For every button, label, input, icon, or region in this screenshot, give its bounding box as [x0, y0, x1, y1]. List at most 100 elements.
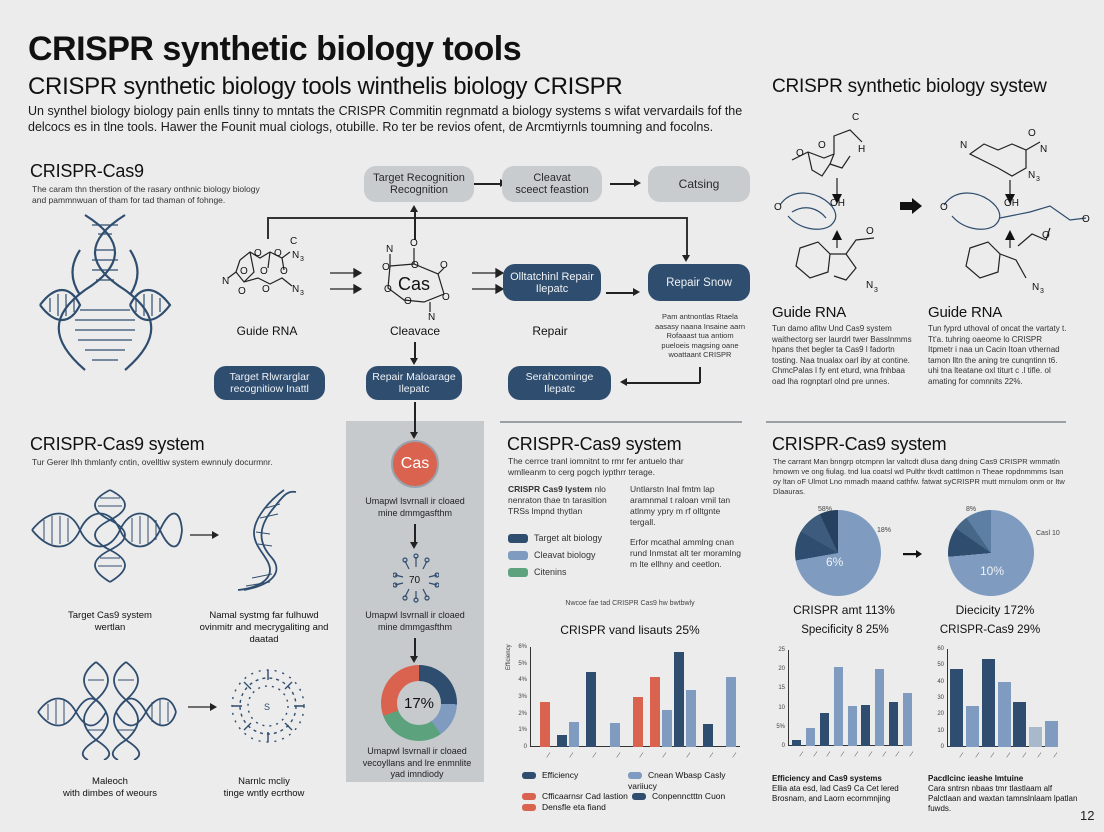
- svg-text:N: N: [386, 244, 393, 255]
- arrow-head-icon: [682, 255, 690, 262]
- svg-text:O: O: [442, 292, 450, 303]
- flow-connector-line: [414, 524, 416, 544]
- flow-step-cleavage-site[interactable]: Cleavat sceect feastion: [502, 166, 602, 202]
- bar: [586, 672, 597, 747]
- svg-text:O: O: [404, 296, 412, 307]
- svg-text:O: O: [274, 248, 282, 259]
- svg-text:C: C: [852, 112, 859, 123]
- mid-center-right-block-2: Erfor mcathal ammlng cnan rund Inmstat a…: [630, 537, 742, 569]
- bar: [557, 735, 567, 747]
- legend-swatch: [508, 534, 528, 544]
- svg-text:3: 3: [300, 256, 304, 263]
- arrow-connector: [610, 183, 636, 185]
- double-arrow-icon: [330, 268, 362, 294]
- bar: [847, 706, 857, 746]
- legend-item: Cleavat biology: [508, 547, 628, 564]
- svg-text:N: N: [1028, 170, 1035, 181]
- mid-left-caption-2: Namal systmg far fulhuwd ovinmitr and me…: [199, 610, 329, 645]
- arrow-head-icon: [634, 179, 641, 187]
- arrow-head-icon: [633, 288, 640, 296]
- flow-step-target-recognition[interactable]: Target Recognition Recognition: [364, 166, 474, 202]
- flow-step-repair-template[interactable]: Olltatchinl Repair Ilepatc: [503, 264, 601, 301]
- y-tick-label: 4%: [518, 677, 527, 684]
- pie-right-label-right: Casl 10: [1036, 530, 1060, 537]
- legend-item: Target alt biology: [508, 530, 628, 547]
- chart1-ylabel: Efficiency: [506, 644, 512, 670]
- y-tick-label: 20: [778, 666, 785, 673]
- mid-left-caption-1: Target Cas9 system wertlan: [68, 610, 152, 633]
- svg-text:O: O: [384, 284, 392, 295]
- dna-double-cross-icon: [37, 661, 177, 760]
- chart-header-caption: Nwcoe fae tad CRISPR Cas9 hw bwtbwly: [565, 600, 695, 607]
- svg-text:O: O: [440, 260, 448, 271]
- mid-right-title: CRISPR-Cas9 system: [772, 434, 947, 454]
- x-tick-label: —: [1020, 751, 1029, 760]
- y-tick-label: 10: [937, 727, 944, 734]
- bar: [569, 722, 579, 747]
- pie-right-label-top: 8%: [966, 506, 977, 513]
- mid-center-description: The cerrce tranl iomnitnt to rmr fer ant…: [508, 456, 684, 477]
- svg-text:OH: OH: [1004, 198, 1019, 209]
- svg-text:O: O: [240, 266, 248, 277]
- y-tick-label: 5%: [776, 723, 785, 730]
- mid-center-legend: Target alt biology Cleavat biology Citen…: [508, 530, 628, 581]
- svg-text:O: O: [411, 260, 419, 271]
- flow-connector-line: [627, 382, 700, 384]
- svg-text:N: N: [960, 140, 967, 151]
- arrow-right-icon: [190, 531, 219, 539]
- y-tick-label: 0: [781, 743, 785, 749]
- cas9-panel-title: CRISPR-Cas9: [30, 161, 144, 181]
- flow-step-repair-malorage[interactable]: Repair Maloarage Ilepatc: [366, 366, 462, 400]
- bar: [888, 701, 898, 746]
- arrow-head-icon: [410, 432, 418, 439]
- x-tick-label: —: [973, 751, 982, 760]
- y-tick-label: 5%: [518, 660, 527, 667]
- y-axis: [788, 650, 789, 746]
- pie-right-caption: Diecicity 172%: [955, 603, 1035, 617]
- cleavage-label: Cleavace: [389, 324, 441, 338]
- y-tick-label: 30: [937, 695, 944, 701]
- svg-text:O: O: [1042, 230, 1050, 241]
- svg-text:O: O: [796, 148, 804, 159]
- right-top-left-text: Tun damo afitw Und Cas9 system waithecto…: [772, 324, 912, 386]
- cas-badge: Cas: [391, 440, 439, 488]
- svg-text:O: O: [1082, 214, 1090, 225]
- flow-step-serahcominge[interactable]: Serahcominge Ilepatc: [508, 366, 611, 400]
- bar: [539, 702, 550, 747]
- flow-step-repair-snow[interactable]: Repair Snow: [648, 264, 750, 301]
- bar: [861, 705, 871, 746]
- pie-chart-right: [944, 506, 1038, 600]
- x-tick-label: —: [660, 751, 670, 760]
- flow-step-catsing[interactable]: Catsing: [648, 166, 750, 202]
- y-tick-label: 15: [778, 685, 785, 692]
- svg-text:O: O: [382, 262, 390, 273]
- flow-step-target-recognition-bottom[interactable]: Target Rlwrarglar recognitiow Inattl: [214, 366, 325, 400]
- y-tick-label: 25: [778, 647, 785, 653]
- arrow-head-icon: [410, 656, 418, 663]
- svg-text:O: O: [866, 226, 874, 237]
- y-tick-label: 2%: [518, 710, 527, 717]
- y-axis: [530, 647, 531, 747]
- x-tick-label: —: [838, 750, 848, 759]
- cas-label: Cas: [398, 274, 430, 294]
- repair-label: Repair: [532, 324, 568, 338]
- x-tick-label: —: [590, 751, 600, 760]
- molecular-hub-icon: 70: [393, 553, 439, 603]
- y-tick-label: 10: [778, 704, 785, 711]
- y-tick-label: 0: [523, 744, 527, 750]
- dna-cross-icon: [31, 489, 183, 583]
- x-tick-label: —: [907, 750, 917, 759]
- page-number: 12: [1080, 808, 1095, 823]
- mid-left-title: CRISPR-Cas9 system: [30, 434, 205, 454]
- pie-chart-left: [788, 503, 888, 603]
- svg-text:N: N: [222, 276, 229, 287]
- bar: [650, 677, 661, 747]
- flow-connector-line: [267, 217, 269, 239]
- mid-left-caption-3: Maleoch with dimbes of weours: [63, 776, 157, 799]
- bar: [726, 677, 737, 747]
- bar: [1013, 702, 1027, 747]
- repair-note: Pam antnontlas Rtaela aasasy naana Insai…: [654, 312, 746, 359]
- chart3-title: CRISPR-Cas9 29%: [939, 624, 1041, 636]
